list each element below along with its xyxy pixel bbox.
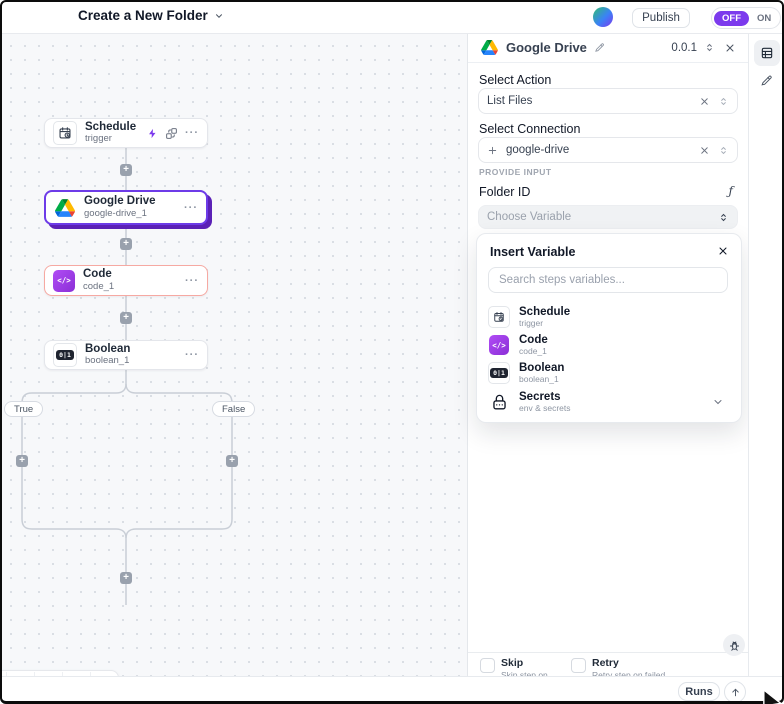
lock-icon (488, 393, 510, 412)
unfold-icon (718, 212, 729, 223)
popup-title: Insert Variable (490, 245, 576, 259)
node-google-drive[interactable]: Google Drive google-drive_1 ··· (44, 190, 208, 225)
clear-connection-icon[interactable] (699, 145, 710, 156)
chevron-down-icon (214, 11, 224, 21)
edit-pencil-icon[interactable] (760, 74, 773, 87)
folder-id-placeholder: Choose Variable (487, 211, 572, 223)
skip-checkbox[interactable] (480, 658, 495, 673)
folder-id-variable-field[interactable]: Choose Variable (478, 205, 738, 229)
flow-title-menu[interactable]: Create a New Folder (78, 8, 224, 23)
node-title: Schedule (85, 120, 137, 133)
user-avatar[interactable] (593, 7, 613, 27)
variable-item-boolean[interactable]: 0|1 Boolean boolean_1 (488, 360, 728, 386)
folder-id-label: Folder ID (479, 185, 531, 199)
rename-step-icon[interactable] (594, 42, 605, 53)
add-step-button[interactable]: + (120, 312, 132, 324)
unfold-icon (718, 96, 729, 107)
node-title: Code (83, 268, 112, 281)
code-icon: </> (488, 335, 510, 355)
flow-title-text: Create a New Folder (78, 8, 208, 23)
code-icon: </> (53, 269, 75, 292)
node-subtitle: boolean_1 (85, 355, 130, 367)
add-step-button-true-branch[interactable]: + (16, 455, 28, 467)
select-action-label: Select Action (479, 73, 552, 87)
top-bar: Create a New Folder Publish OFF ON (0, 0, 784, 34)
node-code[interactable]: </> Code code_1 ··· (44, 265, 208, 296)
node-title: Boolean (85, 342, 131, 355)
node-menu-dots[interactable]: ··· (184, 201, 198, 214)
schedule-calendar-icon (488, 306, 510, 328)
variable-item-secrets[interactable]: Secrets env & secrets (488, 388, 728, 416)
select-action-field[interactable]: List Files (478, 88, 738, 114)
branch-label-true: True (4, 401, 44, 417)
error-handling-footer: Skip Skip step on error Retry Retry step… (468, 652, 748, 690)
boolean-icon: 0|1 (488, 362, 510, 384)
clear-action-icon[interactable] (699, 96, 710, 107)
piece-version: 0.0.1 (671, 41, 697, 54)
node-schedule-trigger[interactable]: Schedule trigger ··· (44, 118, 208, 148)
runs-button[interactable]: Runs (678, 682, 720, 701)
google-drive-logo-icon (481, 40, 498, 55)
insert-variable-popup: Insert Variable Schedule trigger </> (476, 233, 742, 423)
test-trigger-bolt-icon[interactable] (147, 128, 158, 139)
select-action-value: List Files (487, 95, 533, 107)
toggle-on-label[interactable]: ON (757, 12, 772, 24)
search-variables-input[interactable] (488, 267, 728, 293)
node-title: Google Drive (84, 195, 156, 208)
add-step-button[interactable]: + (120, 164, 132, 176)
unfold-icon (718, 145, 729, 156)
schedule-calendar-icon (53, 121, 77, 145)
right-sidebar-strip (748, 33, 784, 676)
chevron-down-icon[interactable] (712, 396, 724, 408)
toggle-off-label[interactable]: OFF (714, 10, 749, 26)
add-step-button[interactable]: + (120, 572, 132, 584)
debug-bug-button[interactable] (723, 634, 745, 656)
node-menu-dots[interactable]: ··· (185, 349, 199, 361)
node-subtitle: trigger (85, 133, 112, 145)
provide-input-label: PROVIDE INPUT (479, 167, 552, 177)
panel-title: Google Drive (506, 40, 587, 55)
panel-header: Google Drive 0.0.1 (468, 33, 748, 63)
boolean-icon: 0|1 (53, 343, 77, 367)
google-drive-logo-icon (54, 197, 76, 219)
replace-trigger-icon[interactable] (165, 127, 178, 140)
version-unfold-icon[interactable] (704, 42, 715, 53)
variable-item-code[interactable]: </> Code code_1 (488, 332, 728, 358)
node-menu-dots[interactable]: ··· (185, 127, 199, 139)
connection-value: google-drive (506, 144, 570, 156)
branch-label-false: False (212, 401, 256, 417)
add-step-button[interactable]: + (120, 238, 132, 250)
bottom-bar: Runs (0, 676, 784, 704)
close-panel-icon[interactable] (724, 42, 736, 54)
select-connection-label: Select Connection (479, 122, 581, 136)
skip-label: Skip (501, 657, 524, 669)
node-subtitle: code_1 (83, 280, 115, 292)
node-subtitle: google-drive_1 (84, 207, 147, 219)
node-menu-dots[interactable]: ··· (185, 274, 199, 287)
add-connection-plus-icon[interactable] (487, 145, 498, 156)
select-connection-field[interactable]: google-drive (478, 137, 738, 163)
variable-item-schedule[interactable]: Schedule trigger (488, 304, 728, 330)
add-step-button-false-branch[interactable]: + (226, 455, 238, 467)
workflow-canvas[interactable]: Schedule trigger ··· (0, 33, 468, 700)
data-table-icon[interactable] (754, 40, 780, 66)
publish-button[interactable]: Publish (632, 8, 690, 28)
flow-enabled-toggle[interactable]: OFF ON (711, 7, 782, 29)
close-popup-icon[interactable] (717, 245, 729, 257)
retry-checkbox[interactable] (571, 658, 586, 673)
node-boolean[interactable]: 0|1 Boolean boolean_1 ··· (44, 340, 208, 370)
retry-label: Retry (592, 657, 619, 669)
step-settings-panel: Google Drive 0.0.1 Select Action List Fi… (468, 33, 749, 690)
collapse-up-button[interactable] (724, 681, 746, 703)
retry-sub: Retry step on failed (592, 669, 666, 680)
dynamic-value-icon[interactable]: ƒ (728, 184, 733, 198)
